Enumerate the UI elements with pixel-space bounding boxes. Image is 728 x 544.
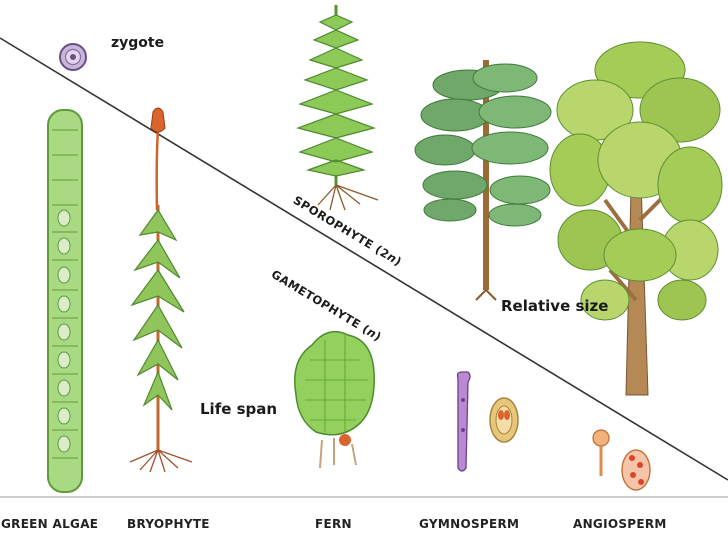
zygote-cell-icon <box>59 43 87 71</box>
life-span-label: Life span <box>200 400 278 418</box>
fern-gametophyte-icon <box>294 330 375 469</box>
gymnosperm-pine-tree-icon <box>414 60 552 301</box>
relative-size-label: Relative size <box>501 297 609 315</box>
group-label-green-algae: GREEN ALGAE <box>1 517 99 531</box>
angiosperm-gametophyte-icon <box>592 429 651 491</box>
group-label-angiosperm: ANGIOSPERM <box>573 517 667 531</box>
group-label-bryophyte: BRYOPHYTE <box>127 517 210 531</box>
angiosperm-tree-icon <box>549 41 723 396</box>
group-label-fern: FERN <box>315 517 352 531</box>
fern-sporophyte-icon <box>296 5 379 211</box>
gymnosperm-gametophyte-icon <box>456 371 519 472</box>
green-algae-filament-icon <box>47 109 83 493</box>
zygote-label: zygote <box>111 35 165 51</box>
generation-divider-line <box>0 37 728 481</box>
group-label-gymnosperm: GYMNOSPERM <box>419 517 520 531</box>
bryophyte-moss-icon <box>129 107 193 473</box>
